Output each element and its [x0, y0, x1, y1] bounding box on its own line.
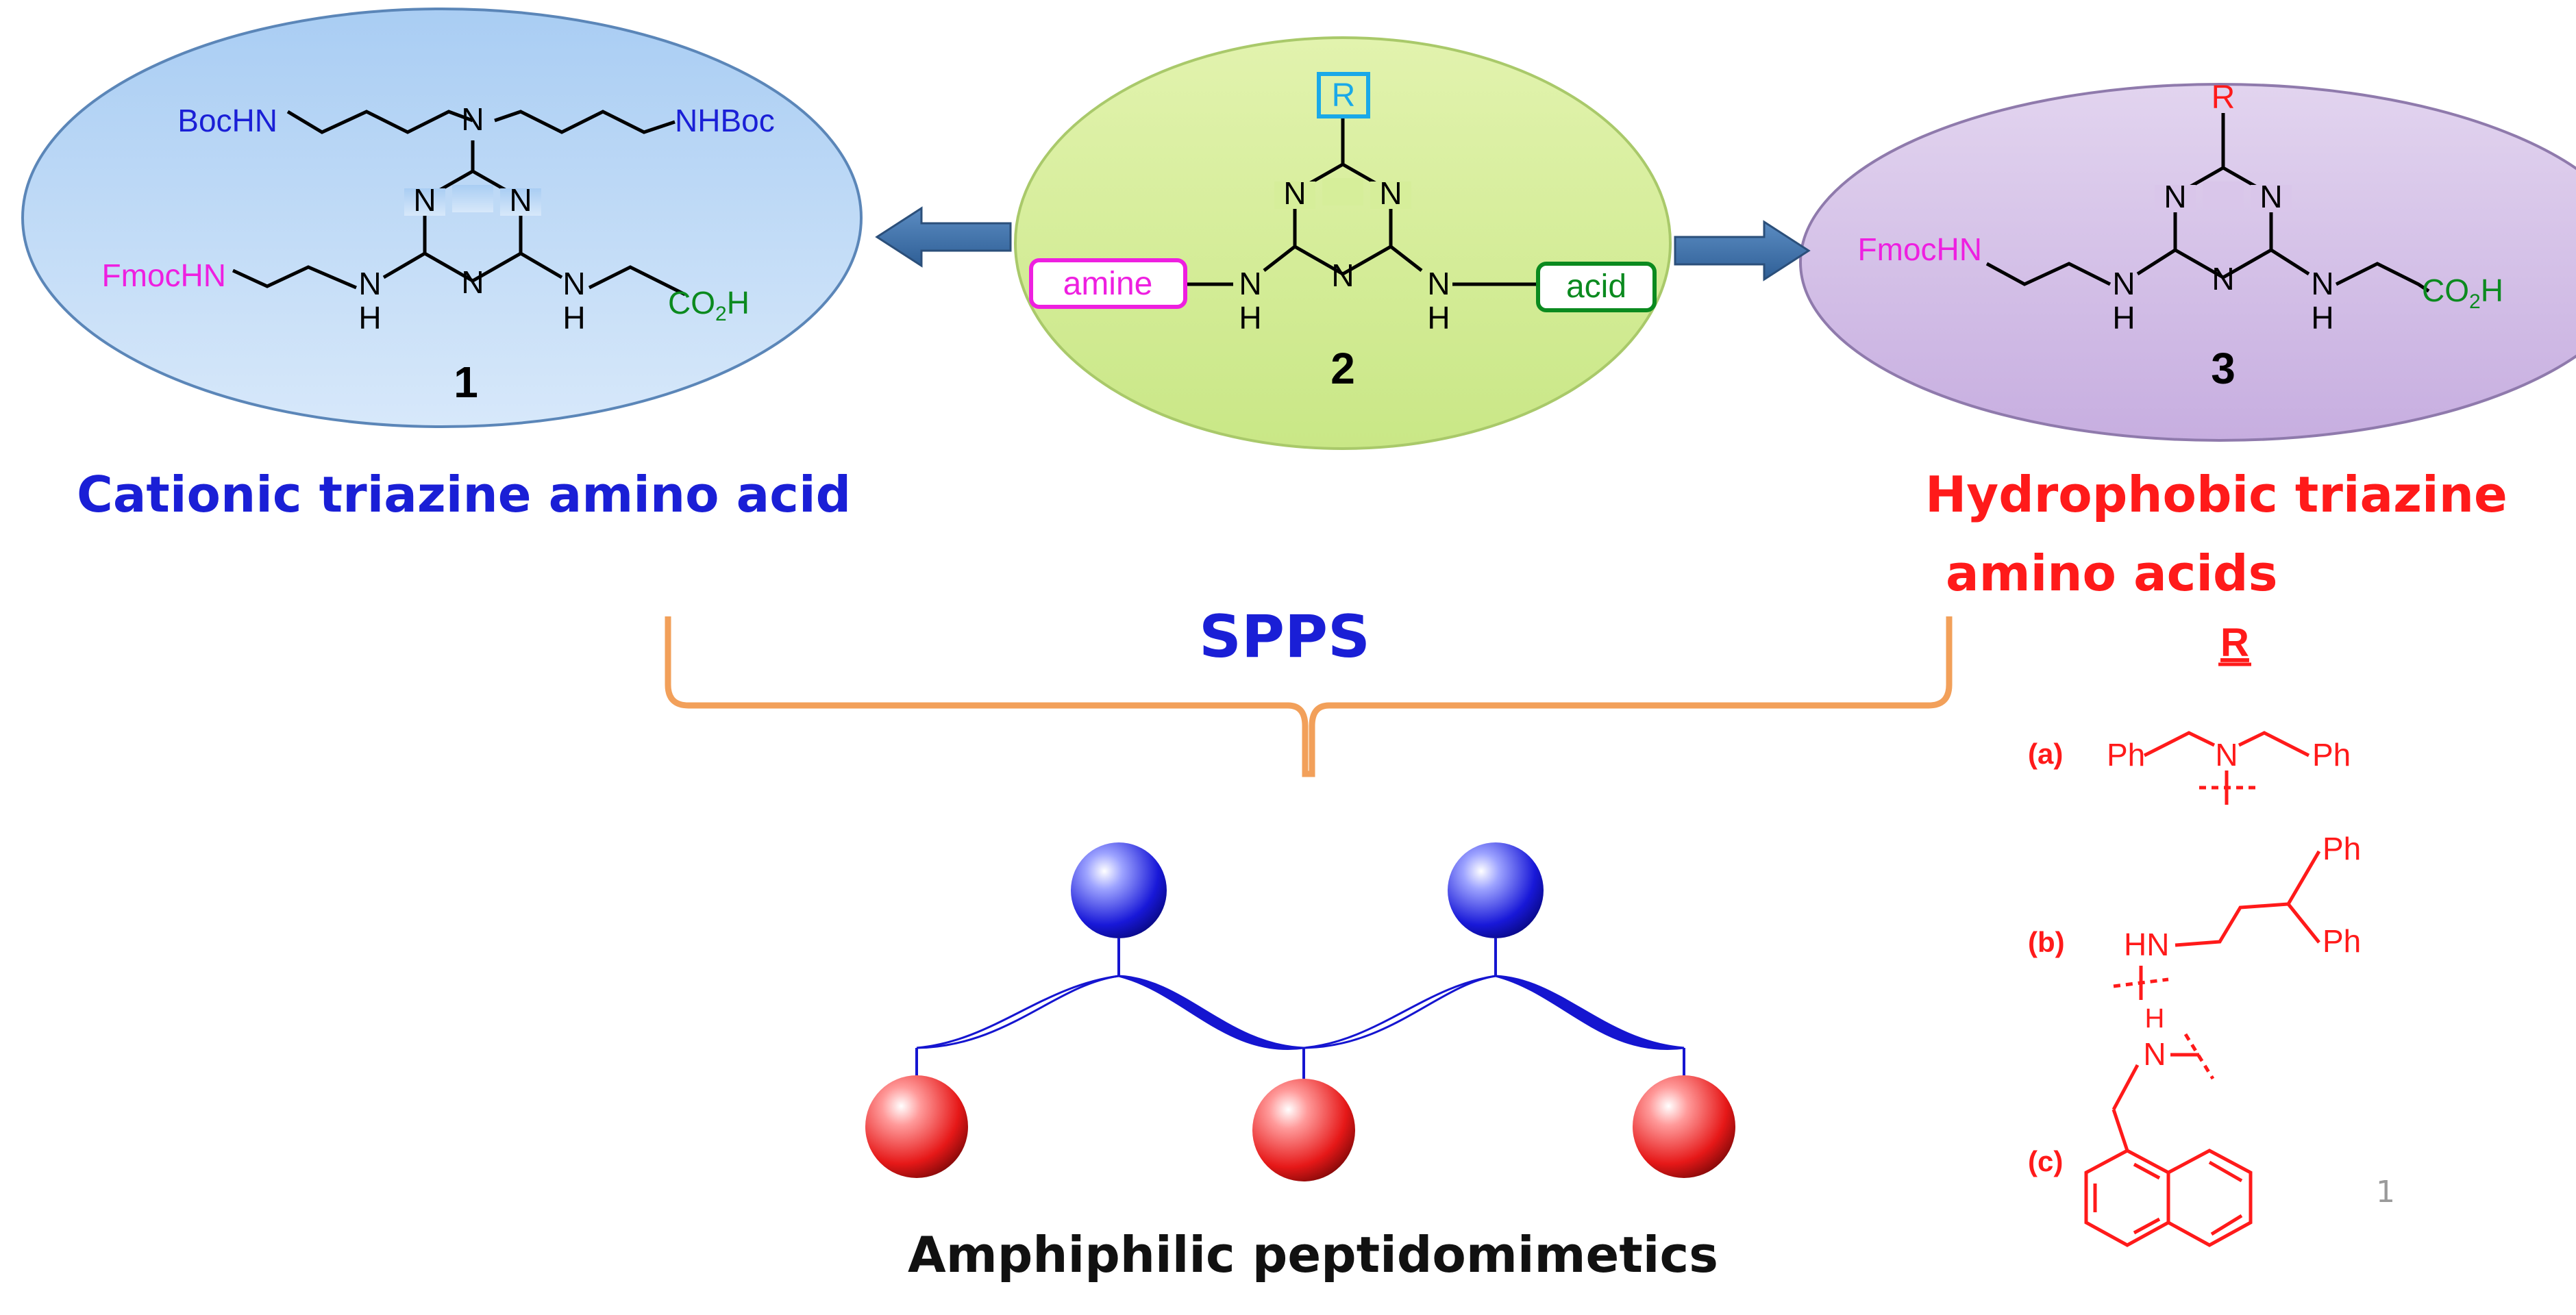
r-b-ph-top: Ph [2323, 831, 2361, 866]
c2-acid-label: acid [1566, 268, 1626, 305]
compound-2-structure: N N N N H N H R amine acid 2 [1029, 72, 1657, 393]
c3-nh-left: N [2112, 266, 2135, 301]
compound-3-structure: R N N N N H N H FmocHN CO2H 3 [1858, 79, 2503, 393]
c3-acid: CO2H [2422, 273, 2503, 313]
hydrophobic-caption-line2: amino acids [1946, 544, 2278, 602]
arrow-left [875, 206, 1012, 268]
c1-number: 1 [454, 358, 478, 407]
c2-ring-n2: N [1379, 175, 1402, 211]
c3-ring-n1: N [2164, 179, 2186, 214]
spps-label: SPPS [1199, 603, 1370, 671]
core-ellipse [1014, 36, 1672, 450]
r-b-hn: HN [2124, 927, 2169, 962]
r-a-ph-right: Ph [2312, 737, 2351, 773]
c1-ring-n3: N [461, 264, 484, 300]
hydrophobic-sphere-1 [865, 1075, 968, 1178]
c2-h-right: H [1427, 300, 1450, 336]
cationic-caption: Cationic triazine amino acid [77, 466, 852, 523]
c2-amine-label: amine [1063, 266, 1153, 302]
hydrophobic-sphere-2 [1252, 1079, 1355, 1181]
hydrophobic-caption-line1: Hydrophobic triazine [1925, 466, 2507, 523]
c1-nh-left: N [358, 266, 381, 301]
r-a-n: N [2215, 737, 2238, 773]
c3-fmoc: FmocHN [1858, 231, 1982, 267]
peptidomimetic-cartoon [865, 842, 1735, 1181]
c1-ring-n2: N [509, 182, 532, 218]
c2-r-label: R [1332, 77, 1356, 114]
c3-h-right: H [2311, 300, 2333, 336]
r-b-ph-bottom: Ph [2323, 923, 2361, 959]
c3-nh-right: N [2311, 266, 2333, 301]
spps-brace [665, 616, 1953, 777]
r-a-ph-left: Ph [2107, 737, 2145, 773]
compound-1-structure: N N N N N H N H BocHN NHBoc FmocHN CO2H … [102, 101, 775, 407]
c1-h-left: H [358, 300, 381, 336]
c1-ring-n1: N [413, 182, 436, 218]
hydrophobic-ellipse [1799, 83, 2576, 442]
c1-boc-right: NHBoc [675, 103, 775, 138]
c2-h-left: H [1239, 300, 1261, 336]
page-number: 1 [2376, 1175, 2395, 1210]
arrow-right [1674, 220, 1811, 281]
c1-n-top: N [461, 101, 484, 137]
c2-amine-box [1029, 258, 1187, 309]
r-c-n: N [2143, 1036, 2166, 1072]
c2-ring-n3: N [1331, 258, 1354, 293]
hydrophilic-sphere-1 [1071, 842, 1167, 938]
c3-h-left: H [2112, 300, 2135, 336]
cationic-ellipse [21, 8, 863, 428]
r-a-label: (a) [2028, 738, 2063, 770]
c2-acid-box [1536, 262, 1657, 312]
c2-r-box [1317, 72, 1370, 118]
c3-r-label: R [2212, 79, 2236, 116]
c1-boc-left: BocHN [177, 103, 277, 138]
c1-fmoc: FmocHN [102, 258, 226, 293]
r-c-h: H [2145, 1003, 2165, 1034]
c2-nh-left: N [1239, 266, 1261, 301]
r-b-label: (b) [2028, 926, 2065, 958]
hydrophobic-sphere-3 [1633, 1075, 1735, 1178]
c1-acid: CO2H [668, 285, 750, 325]
c1-h-right: H [562, 300, 585, 336]
hydrophilic-sphere-2 [1448, 842, 1544, 938]
amphiphilic-caption: Amphiphilic peptidomimetics [908, 1226, 1719, 1283]
c2-nh-right: N [1427, 266, 1450, 301]
c3-ring-n2: N [2259, 179, 2282, 214]
r-heading: R [2220, 621, 2249, 665]
c3-ring-n3: N [2212, 261, 2234, 297]
r-c-label: (c) [2028, 1145, 2063, 1177]
c2-ring-n1: N [1283, 175, 1306, 211]
c3-number: 3 [2211, 344, 2236, 393]
c1-nh-right: N [562, 266, 585, 301]
r-groups-panel: R (a) Ph N Ph (b) HN Ph Ph (c) N H [2028, 621, 2361, 1247]
c2-number: 2 [1330, 344, 1355, 393]
